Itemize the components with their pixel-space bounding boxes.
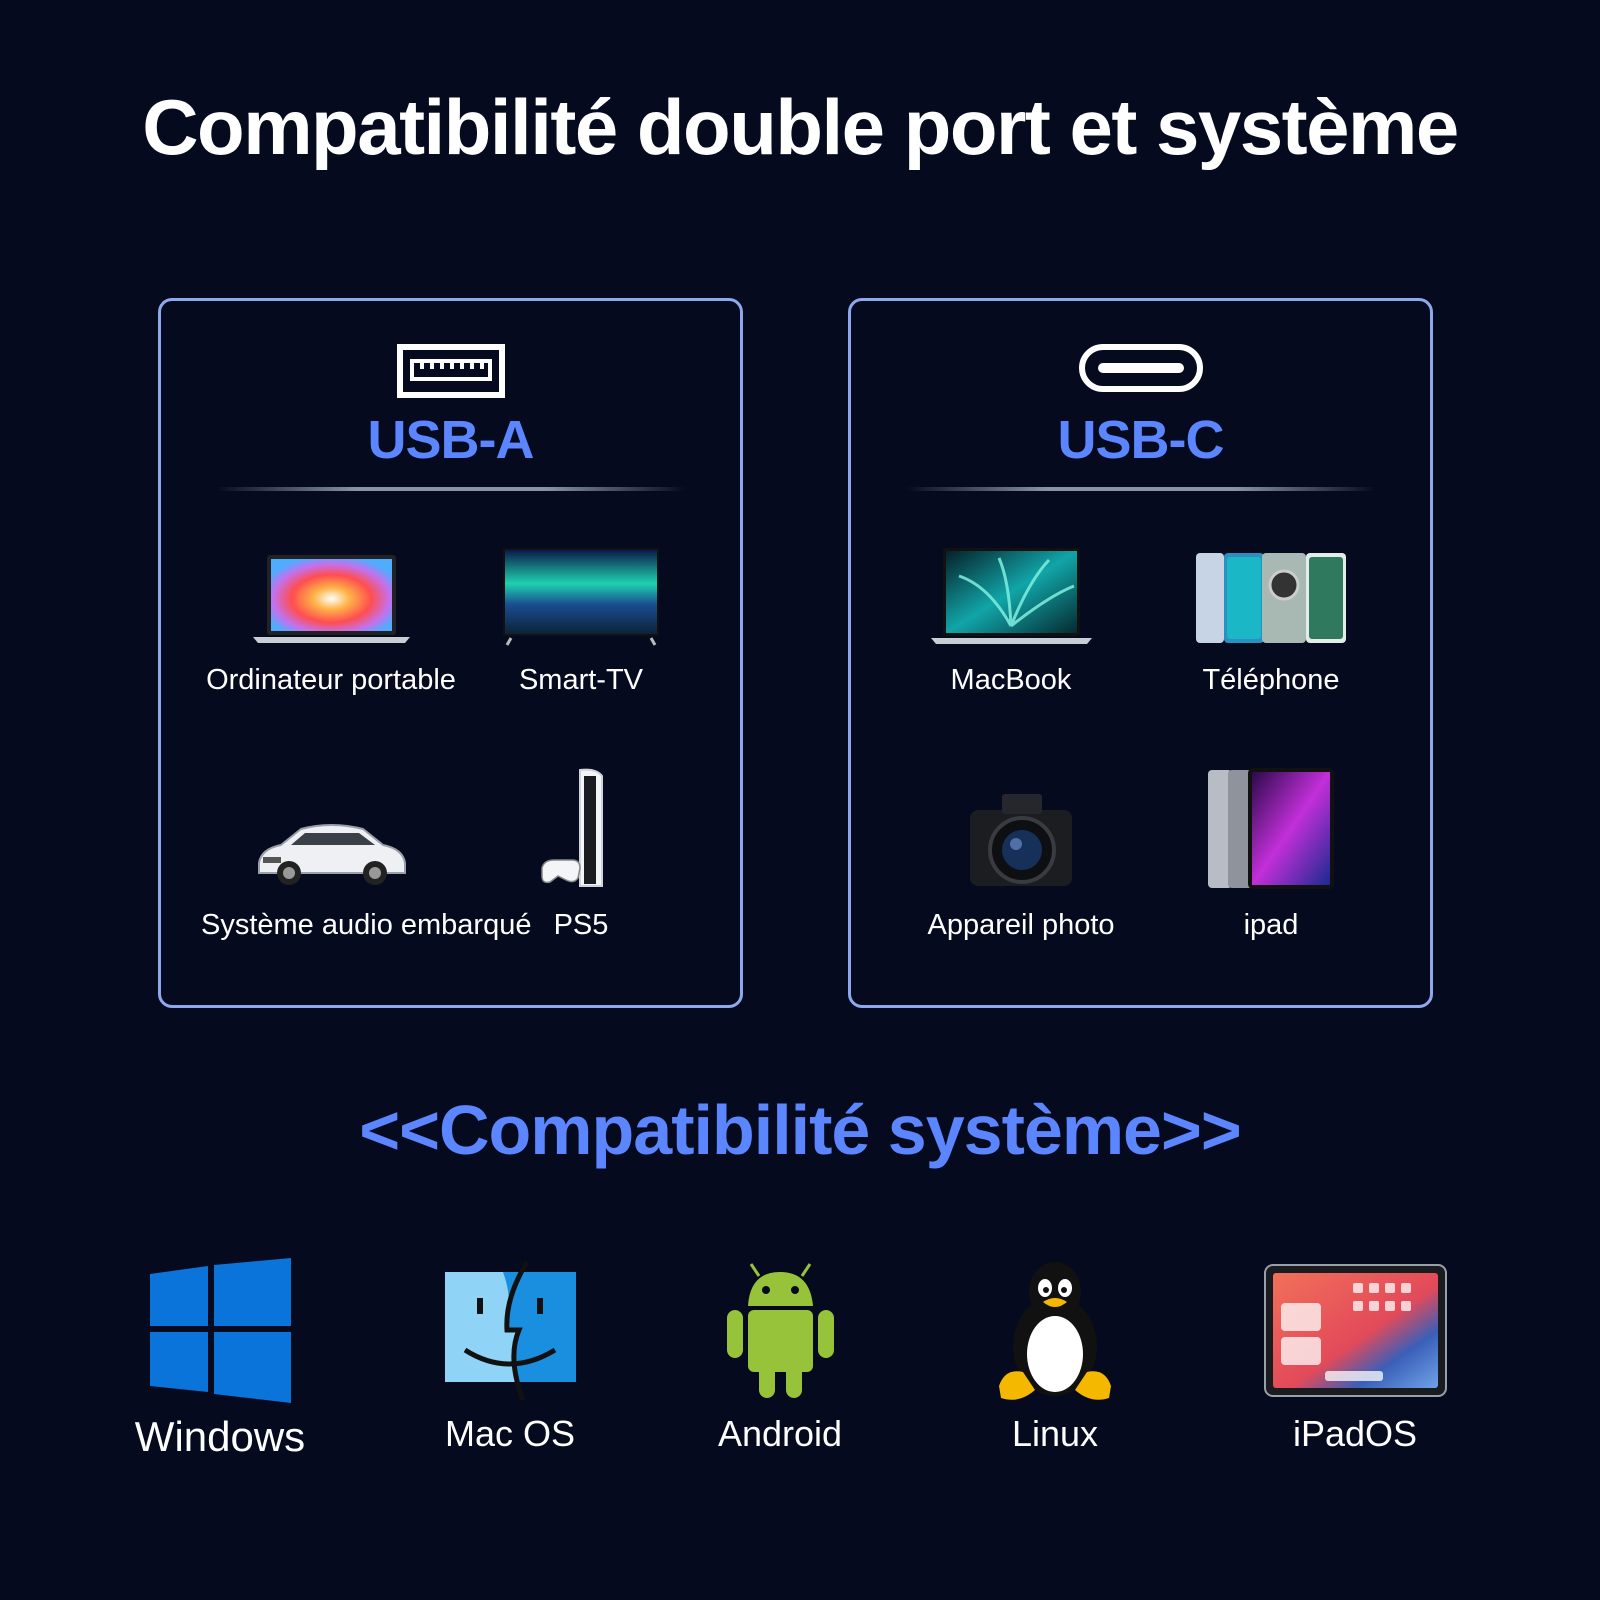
ipad-icon [1141,761,1401,891]
device-label: Ordinateur portable [206,664,456,696]
usb-a-panel: USB-A Ordinateur portable [158,298,743,1008]
device-label: MacBook [950,664,1072,696]
usb-a-label: USB-A [367,410,535,470]
phones-icon [1141,536,1401,646]
windows-logo-icon [90,1255,350,1405]
device-camera: Appareil photo [891,781,1151,942]
linux-penguin-icon [925,1255,1185,1405]
usb-c-port-icon [851,343,1430,398]
device-laptop: Ordinateur portable [201,536,461,697]
ps5-icon [451,761,711,891]
usb-c-label: USB-C [1057,410,1225,470]
usb-a-port-icon [161,343,740,404]
page-title: Compatibilité double port et système [142,83,1459,171]
device-macbook: MacBook [881,536,1141,697]
tv-icon [451,536,711,646]
os-linux: Linux [925,1255,1185,1455]
device-smart-tv: Smart-TV [451,536,711,697]
ipados-tablet-icon [1225,1255,1485,1405]
usb-c-panel: USB-C MacBook [848,298,1433,1008]
device-ipad: ipad [1141,768,1401,942]
os-label: Mac OS [444,1413,576,1454]
device-car-audio: Système audio embarqué [201,781,532,942]
os-windows: Windows [90,1255,350,1461]
usb-a-divider [216,487,686,491]
device-ps5: PS5 [451,768,711,942]
system-compatibility-title: <<Compatibilité système>> [359,1091,1242,1169]
os-label: Linux [1011,1413,1099,1454]
device-label: Smart-TV [518,664,644,696]
android-robot-icon [650,1255,910,1405]
device-label: Téléphone [1202,664,1340,696]
os-android: Android [650,1255,910,1455]
device-label: ipad [1243,909,1299,941]
os-label: iPadOS [1292,1413,1418,1454]
device-label: PS5 [553,909,609,941]
camera-icon [891,781,1151,891]
macbook-icon [881,536,1141,646]
os-ipados: iPadOS [1225,1255,1485,1455]
car-icon [201,781,461,891]
usb-c-divider [906,487,1376,491]
laptop-icon [201,536,461,646]
device-label: Système audio embarqué [201,909,532,941]
macos-finder-icon [380,1255,640,1405]
os-label: Windows [134,1413,306,1460]
device-label: Appareil photo [927,909,1115,941]
device-telephone: Téléphone [1141,536,1401,697]
os-label: Android [717,1413,843,1454]
os-macos: Mac OS [380,1255,640,1455]
